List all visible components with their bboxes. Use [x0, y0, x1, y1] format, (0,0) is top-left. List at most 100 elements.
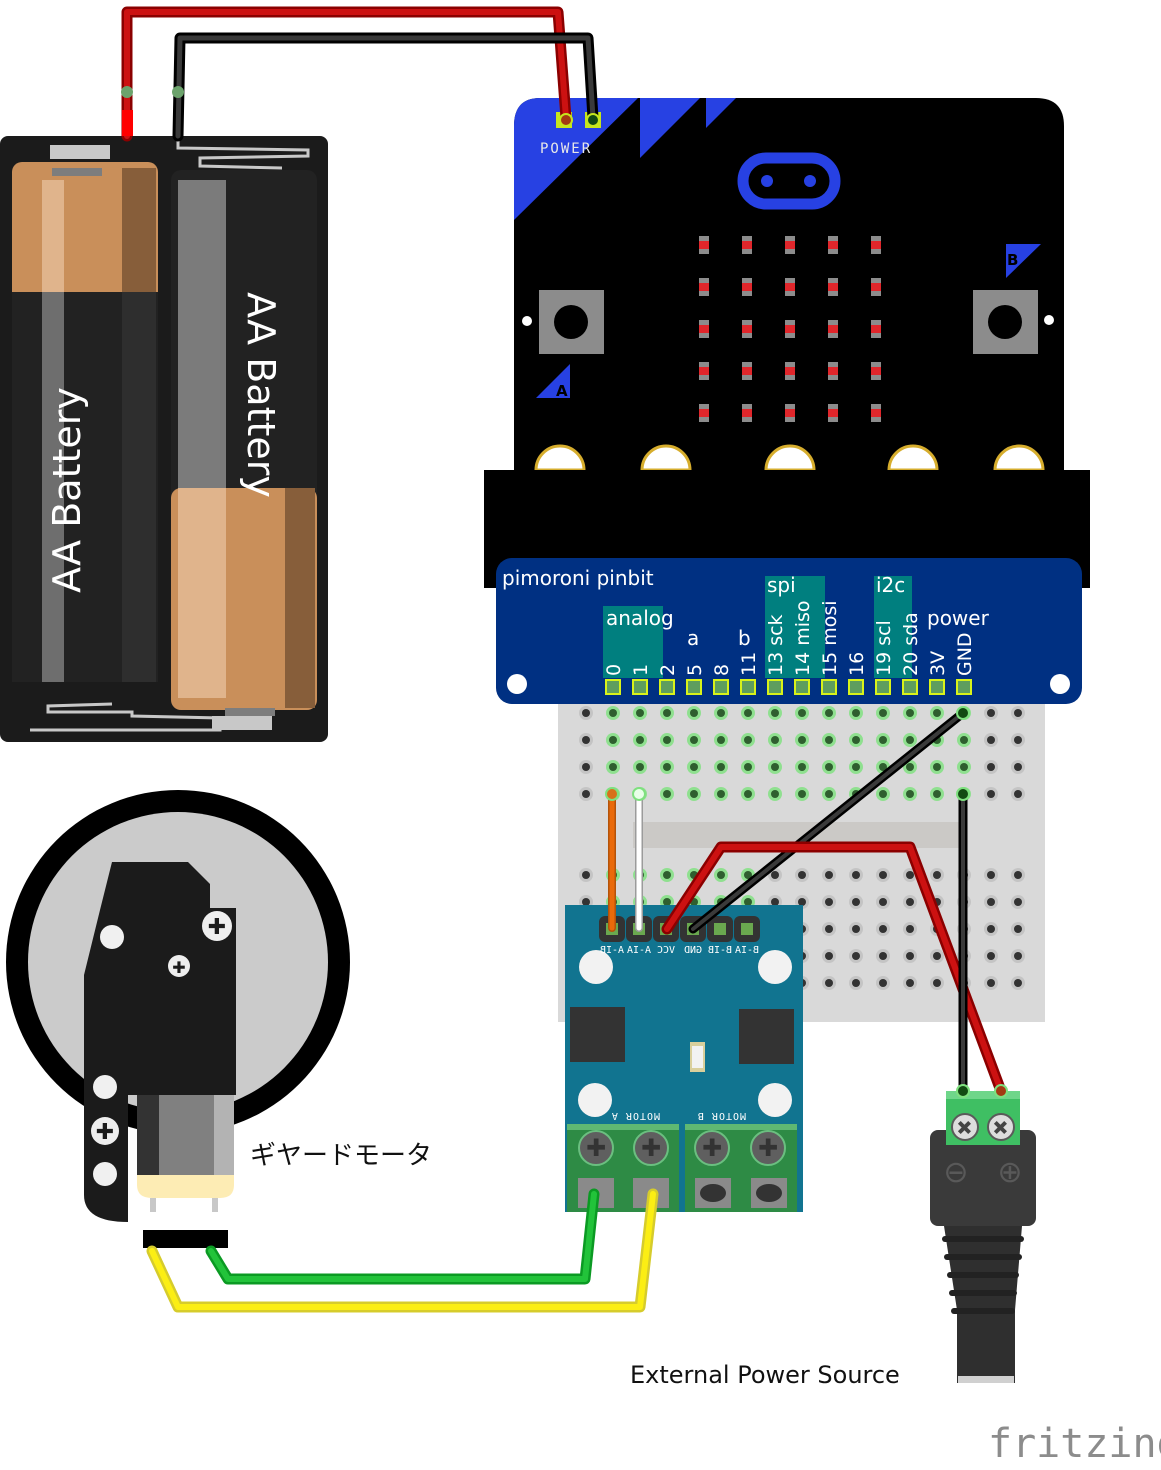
led [871, 362, 881, 380]
pinbit-pin[interactable]: GND [954, 632, 976, 695]
wires [121, 6, 1008, 1313]
led [742, 236, 752, 254]
pinbit-pin[interactable]: 15 mosi [819, 600, 841, 695]
led [699, 404, 709, 422]
motor-a-terminal: ✚ ✚ [567, 1124, 679, 1212]
button-b-label: B [1007, 251, 1018, 269]
pinbit-pin[interactable]: 5 [684, 664, 706, 695]
battery-cell-left: AA Battery [12, 145, 158, 682]
svg-text:✚: ✚ [208, 915, 226, 940]
driver-pin-label: VCC [657, 945, 675, 956]
button-a[interactable] [539, 290, 604, 354]
motor-a-label: MOTOR A [611, 1110, 660, 1121]
led [828, 404, 838, 422]
pinbit-pin-label: 3V [927, 651, 949, 676]
driver-pin-label: B-IB [708, 945, 732, 956]
edge-ring [764, 444, 816, 472]
pinbit-pin[interactable]: 20 sda [900, 612, 922, 695]
edge-ring [993, 444, 1045, 472]
spring-top [176, 136, 310, 170]
svg-text:✚: ✚ [586, 1134, 606, 1162]
pinbit-pin[interactable]: 2 [657, 664, 679, 695]
battery-label-left: AA Battery [45, 387, 89, 593]
led-matrix [699, 236, 881, 422]
driver-pin-label: GND [684, 945, 702, 956]
led [785, 404, 795, 422]
pinbit-pin[interactable]: 13 sck [765, 614, 787, 695]
pinbit-board: pimoroni pinbit analog a b spi i2c power… [496, 558, 1082, 704]
led [871, 236, 881, 254]
pinbit-pin[interactable]: 16 [846, 652, 868, 695]
driver-pin-label: A-IA [627, 945, 651, 956]
led [785, 278, 795, 296]
led [742, 278, 752, 296]
led [742, 320, 752, 338]
jack-plus-symbol: ⊕ [997, 1155, 1022, 1190]
group-i2c: i2c [876, 573, 905, 597]
motor-b-terminal: ✚ ✚ [685, 1124, 797, 1212]
pinbit-title: pimoroni pinbit [502, 566, 654, 590]
pinbit-pin-label: 15 mosi [819, 600, 841, 676]
group-a: a [687, 626, 699, 650]
pinbit-pin-label: 13 sck [765, 614, 787, 676]
pinbit-pin-label: 2 [657, 664, 679, 676]
driver-header-pin[interactable]: B-IA [734, 916, 760, 956]
edge-ring [640, 444, 692, 472]
driver-pin-label: B-IA [735, 945, 759, 956]
led [871, 278, 881, 296]
edge-ring [534, 444, 586, 472]
pinbit-pin-label: 19 scl [873, 620, 895, 676]
led [828, 278, 838, 296]
led [785, 236, 795, 254]
svg-text:✚: ✚ [758, 1134, 778, 1162]
microbit: POWER A B [484, 98, 1090, 588]
svg-text:✚: ✚ [172, 958, 185, 977]
pinbit-pin[interactable]: 8 [711, 664, 733, 695]
pinbit-pin-label: GND [954, 632, 976, 676]
button-a-marker [536, 364, 570, 398]
wire-motor-green[interactable] [205, 1188, 600, 1285]
edge-ring [887, 444, 939, 472]
jack-minus-symbol: ⊖ [943, 1155, 968, 1190]
driver-chip-a [570, 1007, 625, 1062]
pinbit-pin[interactable]: 19 scl [873, 620, 895, 695]
spring-bottom [30, 702, 222, 732]
svg-text:✚: ✚ [702, 1134, 722, 1162]
pinbit-pin[interactable]: 11 [738, 652, 760, 695]
wire-battery-positive[interactable] [121, 6, 572, 142]
dc-jack: ✚ ✚ ⊖ ⊕ [930, 1091, 1036, 1383]
gear-motor-label: ギヤードモータ [250, 1141, 432, 1171]
button-b-marker [1006, 244, 1041, 278]
driver-header-pin[interactable]: B-IB [707, 916, 733, 956]
button-b[interactable] [973, 290, 1038, 354]
microbit-logo [737, 152, 841, 210]
led [828, 236, 838, 254]
pinbit-pin-label: 11 [738, 652, 760, 676]
fritzing-logo: fritzing [988, 1421, 1161, 1467]
button-a-label: A [556, 382, 568, 400]
led [828, 362, 838, 380]
pinbit-pin[interactable]: 3V [927, 651, 949, 695]
group-power: power [927, 606, 990, 630]
motor-b-label: MOTOR B [697, 1110, 746, 1121]
pinbit-pin[interactable]: 14 miso [792, 600, 814, 695]
battery-cell-right: AA Battery [171, 170, 317, 730]
svg-text:✚: ✚ [641, 1134, 661, 1162]
group-spi: spi [767, 573, 796, 597]
group-b: b [738, 626, 751, 650]
pinbit-pin-label: 8 [711, 664, 733, 676]
pinbit-pin-label: 5 [684, 664, 706, 676]
driver-chip-b [739, 1009, 794, 1064]
group-analog: analog [606, 606, 674, 630]
led [871, 404, 881, 422]
battery-label-right: AA Battery [239, 292, 283, 498]
pinbit-pin[interactable]: 1 [630, 664, 652, 695]
pinbit-pin[interactable]: 0 [603, 664, 625, 695]
pinbit-pin-label: 16 [846, 652, 868, 676]
pinbit-pin-label: 0 [603, 664, 625, 676]
dc-jack-label: External Power Source [630, 1361, 900, 1389]
